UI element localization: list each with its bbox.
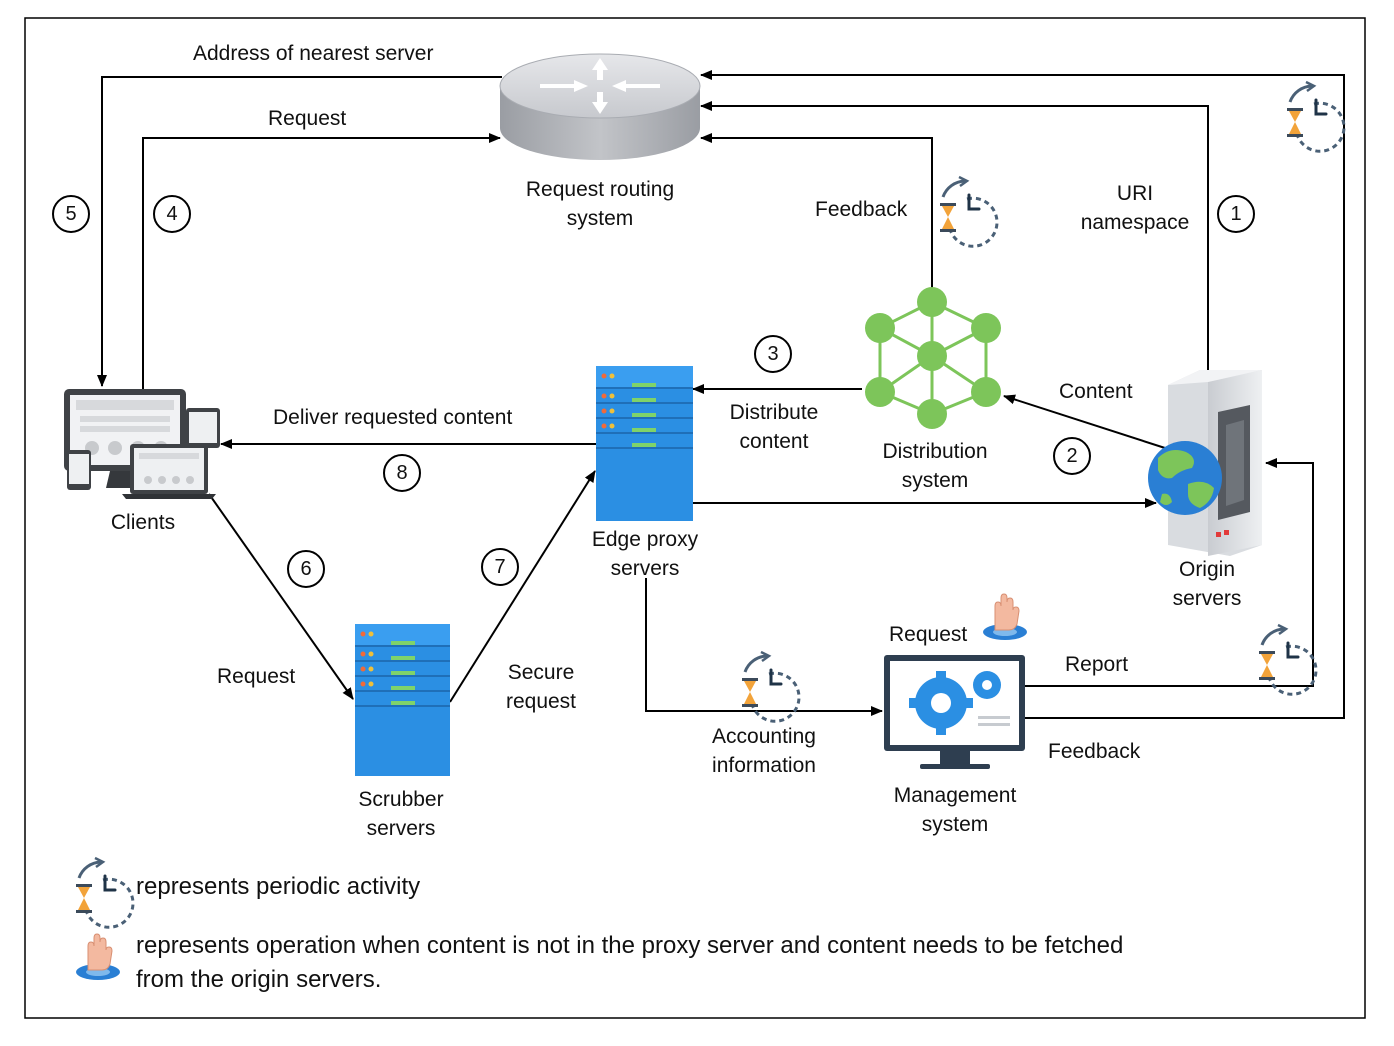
step-badge: 2 <box>1053 437 1091 475</box>
step-badge: 1 <box>1217 195 1255 233</box>
step-badge: 8 <box>383 454 421 492</box>
hourglass-clock-icon <box>1257 623 1318 696</box>
step-badge: 5 <box>52 195 90 233</box>
edge-uri-namespace <box>700 101 1209 372</box>
edge-label-request-top: Request <box>268 107 347 130</box>
edge-content <box>1003 394 1166 449</box>
edge-feedback-management <box>700 70 1345 719</box>
clients-label: Clients <box>110 511 176 534</box>
edge-label-distribute-content: Distribute content <box>709 398 839 456</box>
clients-devices-icon <box>64 389 220 499</box>
edge-request-to-router <box>142 133 501 389</box>
management-monitor-icon <box>884 655 1025 769</box>
edge-label: Edge proxy servers <box>565 525 725 583</box>
distribution-label: Distribution system <box>855 437 1015 495</box>
edge-label-secure-request: Secure request <box>481 658 601 716</box>
scrubber-label-line1: Scrubber <box>358 788 444 811</box>
accounting-line2: information <box>712 754 816 777</box>
legend-periodic: represents periodic activity <box>136 873 421 900</box>
management-label-line2: system <box>921 813 989 836</box>
scrubber-server-icon <box>355 624 450 776</box>
origin-server-icon <box>1148 370 1262 556</box>
hourglass-clock-icon <box>938 175 999 248</box>
step-badge: 4 <box>153 195 191 233</box>
edge-label-request-management: Request <box>889 623 968 646</box>
distribute-line2: content <box>739 430 809 453</box>
scrubber-label-line2: servers <box>366 817 436 840</box>
edge-label-line1: Edge proxy <box>591 528 699 551</box>
edge-label-address: Address of nearest server <box>193 42 434 65</box>
edge-proxy-server-icon <box>596 366 693 521</box>
step-badge: 7 <box>481 548 519 586</box>
distribution-label-line2: system <box>901 469 969 492</box>
origin-label: Origin servers <box>1147 555 1267 613</box>
edge-label-report: Report <box>1065 653 1129 676</box>
hourglass-clock-icon <box>1285 80 1346 153</box>
step-badge: 6 <box>287 550 325 588</box>
origin-label-line2: servers <box>1172 587 1242 610</box>
edge-secure-request <box>449 470 596 703</box>
management-label-line1: Management <box>893 784 1017 807</box>
origin-label-line1: Origin <box>1178 558 1236 581</box>
legend-fetch-line2: from the origin servers. <box>136 966 382 993</box>
edge-label-uri-namespace: URI namespace <box>1065 179 1205 237</box>
edge-label-content: Content <box>1059 380 1133 403</box>
distribution-label-line1: Distribution <box>882 440 988 463</box>
edge-accounting-information <box>645 578 883 716</box>
edge-report <box>1025 458 1314 687</box>
edge-label-deliver: Deliver requested content <box>273 406 513 429</box>
edge-feedback-distribution <box>700 133 933 290</box>
secure-line1: Secure <box>507 661 575 684</box>
uri-line1: URI <box>1116 182 1154 205</box>
uri-line2: namespace <box>1080 211 1190 234</box>
connectors <box>97 70 1345 719</box>
edge-label-line2: servers <box>610 557 680 580</box>
diagram-frame <box>24 17 1366 1019</box>
distribute-line1: Distribute <box>729 401 819 424</box>
edge-request-to-scrubber <box>208 493 354 700</box>
router-label-line2: system <box>566 207 634 230</box>
edge-label-request-scrubber: Request <box>217 665 296 688</box>
management-label: Management system <box>875 781 1035 839</box>
edge-label-accounting: Accounting information <box>694 722 834 780</box>
edge-label-feedback-distribution: Feedback <box>815 198 908 221</box>
edge-address-of-nearest-server <box>97 76 502 387</box>
edge-label-feedback-management: Feedback <box>1048 740 1141 763</box>
router-label-line1: Request routing <box>525 178 675 201</box>
scrubber-label: Scrubber servers <box>331 785 471 843</box>
legend-fetch-line1: represents operation when content is not… <box>136 932 1124 959</box>
raised-hand-icon <box>983 593 1027 640</box>
step-badge: 3 <box>754 335 792 373</box>
router-label: Request routing system <box>500 175 700 233</box>
router-icon <box>499 53 701 160</box>
hourglass-clock-icon <box>74 856 135 929</box>
distribution-network-icon <box>865 287 1001 429</box>
accounting-line1: Accounting <box>712 725 816 748</box>
raised-hand-icon <box>76 933 120 980</box>
secure-line2: request <box>505 690 577 713</box>
